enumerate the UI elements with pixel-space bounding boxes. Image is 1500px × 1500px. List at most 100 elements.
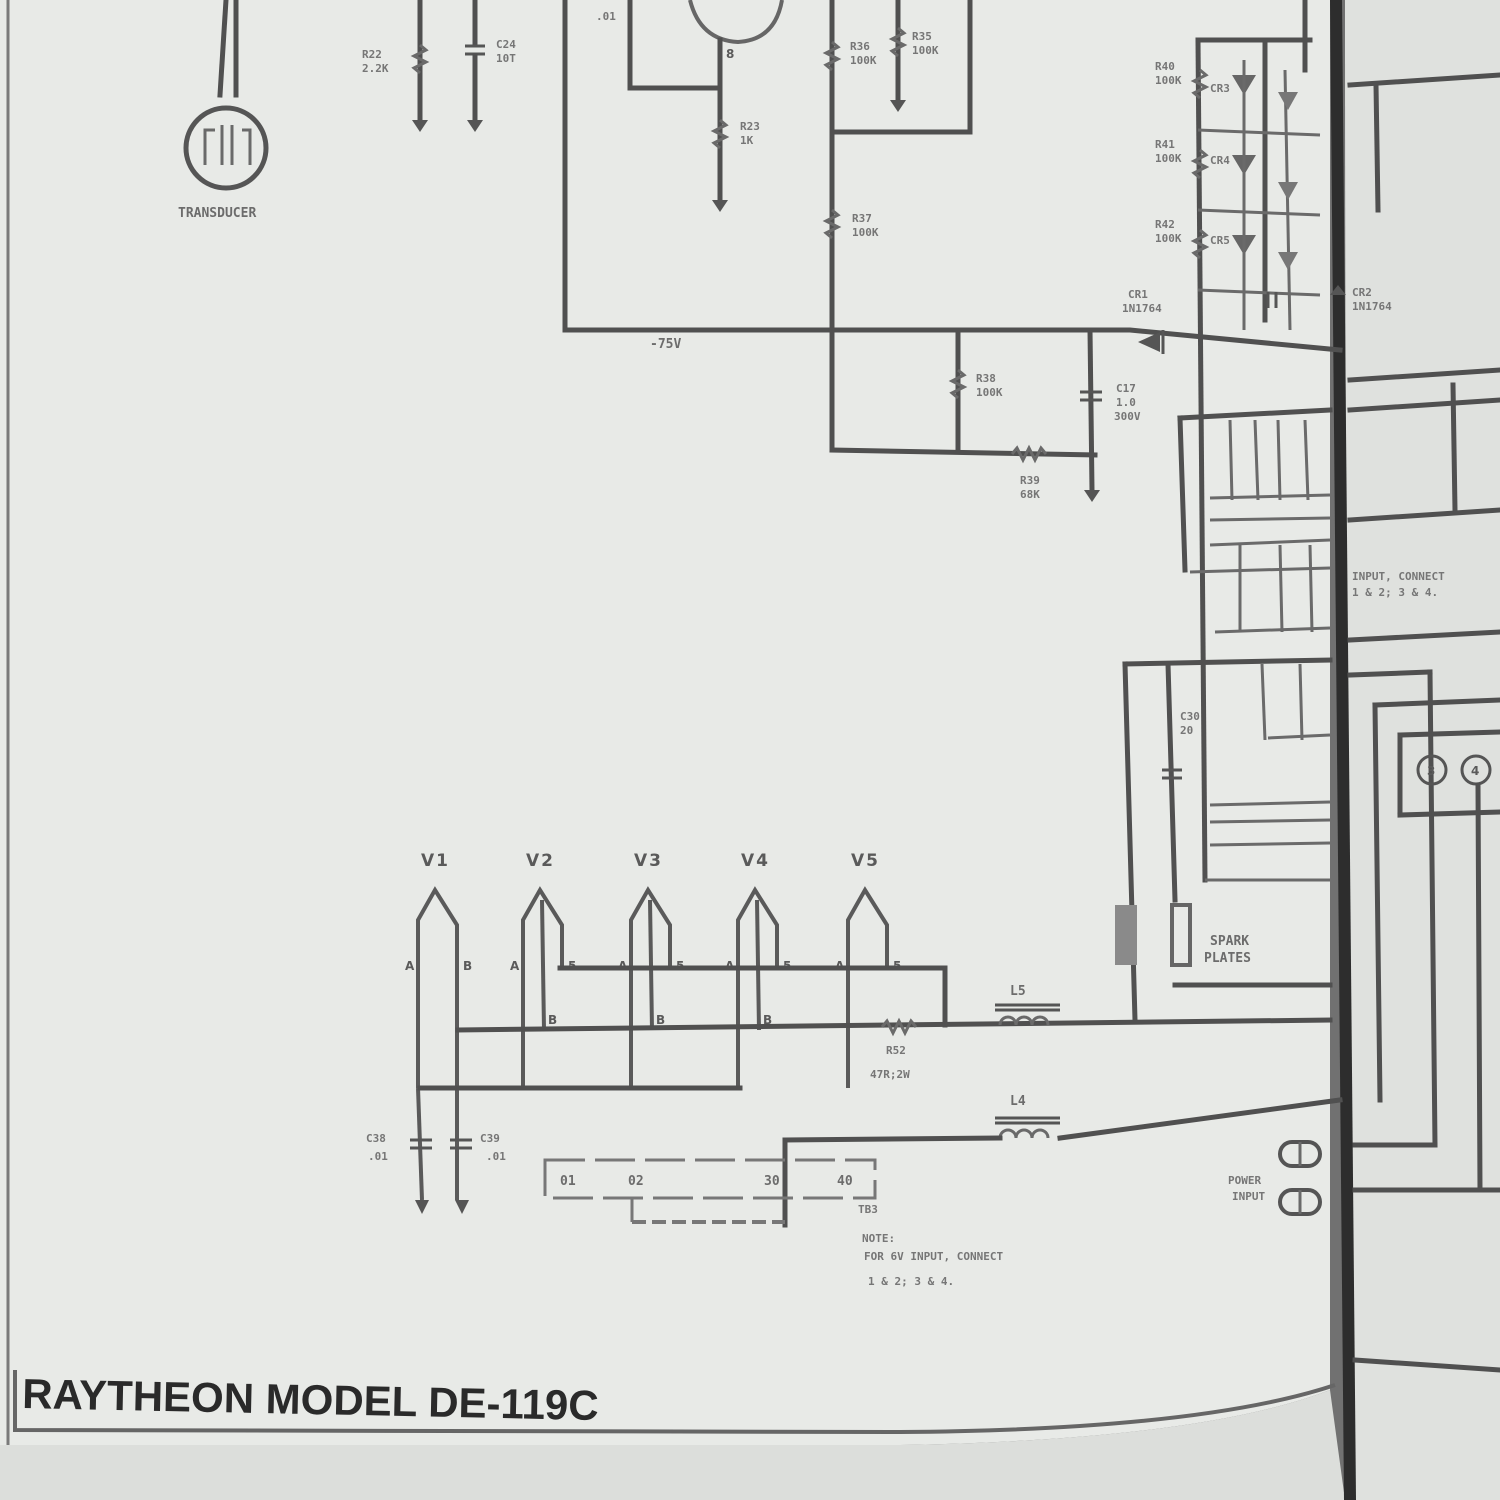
- r22-value: 2.2K: [362, 62, 389, 75]
- top-stage: .01 8 R23 1K -75V: [562, 0, 1343, 353]
- heater-filament: [629, 886, 672, 1088]
- transducer-symbol: [183, 105, 269, 191]
- c-top-value: .01: [596, 10, 616, 23]
- tb3-outline: [543, 1158, 877, 1200]
- heater-centertap: [540, 899, 546, 1031]
- l5-label: L5: [1010, 984, 1026, 999]
- cr3-label: CR3: [1210, 82, 1230, 95]
- tube-pin-label: B: [548, 1013, 557, 1027]
- main-page: [0, 0, 1330, 1445]
- tube-pin-label: A: [405, 959, 415, 973]
- cr4-label: CR4: [1210, 154, 1230, 167]
- c38-ref: C38: [366, 1132, 386, 1145]
- c17-ref: C17: [1116, 382, 1136, 395]
- r40-ref: R40: [1155, 60, 1175, 73]
- note-heading: NOTE:: [862, 1232, 895, 1245]
- r52-value: 47R;2W: [870, 1068, 910, 1081]
- tube-label: V4: [741, 851, 770, 871]
- bus-voltage: -75V: [650, 337, 681, 352]
- input-label: INPUT: [1232, 1190, 1265, 1203]
- page-bottom-edge: [0, 1390, 1345, 1500]
- tube-pin-label: B: [656, 1013, 665, 1027]
- tb3-terminal-4: 40: [837, 1174, 853, 1189]
- heater-filament: [416, 886, 459, 1200]
- plates-label: PLATES: [1204, 951, 1251, 966]
- r23-ref: R23: [740, 120, 760, 133]
- note-line-2: 1 & 2; 3 & 4.: [868, 1275, 954, 1288]
- r37-value: 100K: [852, 226, 879, 239]
- tb3-terminals: 01 02 30 40: [560, 1174, 853, 1189]
- side-note-2: 1 & 2; 3 & 4.: [1352, 586, 1438, 599]
- tb3-terminal-2: 02: [628, 1174, 644, 1189]
- c17-rating: 300V: [1114, 410, 1141, 423]
- side-circle-4: 4: [1471, 764, 1479, 778]
- tube-pin-label: B: [763, 1013, 772, 1027]
- r40-value: 100K: [1155, 74, 1182, 87]
- tb3-terminal-3: 30: [764, 1174, 780, 1189]
- rectifier-block: CR1 1N1764 R40 100K R41 100K R42 100K CR…: [1122, 0, 1392, 883]
- heater-filament: [736, 886, 779, 1088]
- tube-label: V2: [526, 851, 555, 871]
- side-circle-3: 3: [1427, 764, 1435, 778]
- r39-ref: R39: [1020, 474, 1040, 487]
- r39-value: 68K: [1020, 488, 1040, 501]
- tube-v1: V1A B: [405, 851, 472, 1201]
- r35-ref: R35: [912, 30, 932, 43]
- svg-text:8: 8: [726, 47, 734, 61]
- r38-ref: R38: [976, 372, 996, 385]
- tube-label: V3: [634, 851, 663, 871]
- r41-value: 100K: [1155, 152, 1182, 165]
- r23-value: 1K: [740, 134, 754, 147]
- heater-filament: [521, 886, 564, 1088]
- c38-value: .01: [368, 1150, 388, 1163]
- tube-pin-label: A: [510, 959, 520, 973]
- side-page-content: INPUT, CONNECT 1 & 2; 3 & 4. 3 4: [1347, 72, 1500, 1373]
- r52-ref: R52: [886, 1044, 906, 1057]
- page-gutter: [1330, 0, 1356, 1500]
- r42-value: 100K: [1155, 232, 1182, 245]
- power-label: POWER: [1228, 1174, 1261, 1187]
- note-line-1: FOR 6V INPUT, CONNECT: [864, 1250, 1003, 1263]
- r36-ref: R36: [850, 40, 870, 53]
- side-note: INPUT, CONNECT: [1352, 570, 1445, 583]
- r42-ref: R42: [1155, 218, 1175, 231]
- heater-filament: [846, 886, 889, 1088]
- r38-value: 100K: [976, 386, 1003, 399]
- c24-ref: C24: [496, 38, 516, 51]
- c39-value: .01: [486, 1150, 506, 1163]
- spark-plate-2: [1170, 903, 1192, 967]
- resistor-network: R36 100K R35 100K R37 100K R38 100K R39 …: [822, 0, 1141, 502]
- tube-envelope: [688, 0, 784, 45]
- c30-ref: C30: [1180, 710, 1200, 723]
- r41-ref: R41: [1155, 138, 1175, 151]
- heater-centertap: [755, 899, 761, 1031]
- r36-value: 100K: [850, 54, 877, 67]
- r37-ref: R37: [852, 212, 872, 225]
- switch-block: C30 20 SPARK PLATES: [1115, 407, 1333, 1023]
- cr2-value: 1N1764: [1352, 300, 1392, 313]
- cr2-ref: CR2: [1352, 286, 1372, 299]
- tb3-terminal-1: 01: [560, 1174, 576, 1189]
- c24-value: 10T: [496, 52, 516, 65]
- c30-value: 20: [1180, 724, 1193, 737]
- r22-c24-group: R22 2.2K C24 10T: [362, 0, 516, 132]
- heater-centertap: [648, 899, 654, 1031]
- title-border: [13, 1370, 1336, 1435]
- spark-label: SPARK: [1210, 934, 1249, 949]
- c17-value: 1.0: [1116, 396, 1136, 409]
- r22-ref: R22: [362, 48, 382, 61]
- tube-label: V1: [421, 851, 450, 871]
- tb3-label: TB3: [858, 1203, 878, 1216]
- r35-value: 100K: [912, 44, 939, 57]
- side-page: [1345, 0, 1500, 1500]
- tube-pin-label: B: [463, 959, 472, 973]
- cr1-value: 1N1764: [1122, 302, 1162, 315]
- transducer: TRANSDUCER: [178, 0, 269, 221]
- tube-label: V5: [851, 851, 880, 871]
- c39-ref: C39: [480, 1132, 500, 1145]
- l4-label: L4: [1010, 1094, 1026, 1109]
- cr5-label: CR5: [1210, 234, 1230, 247]
